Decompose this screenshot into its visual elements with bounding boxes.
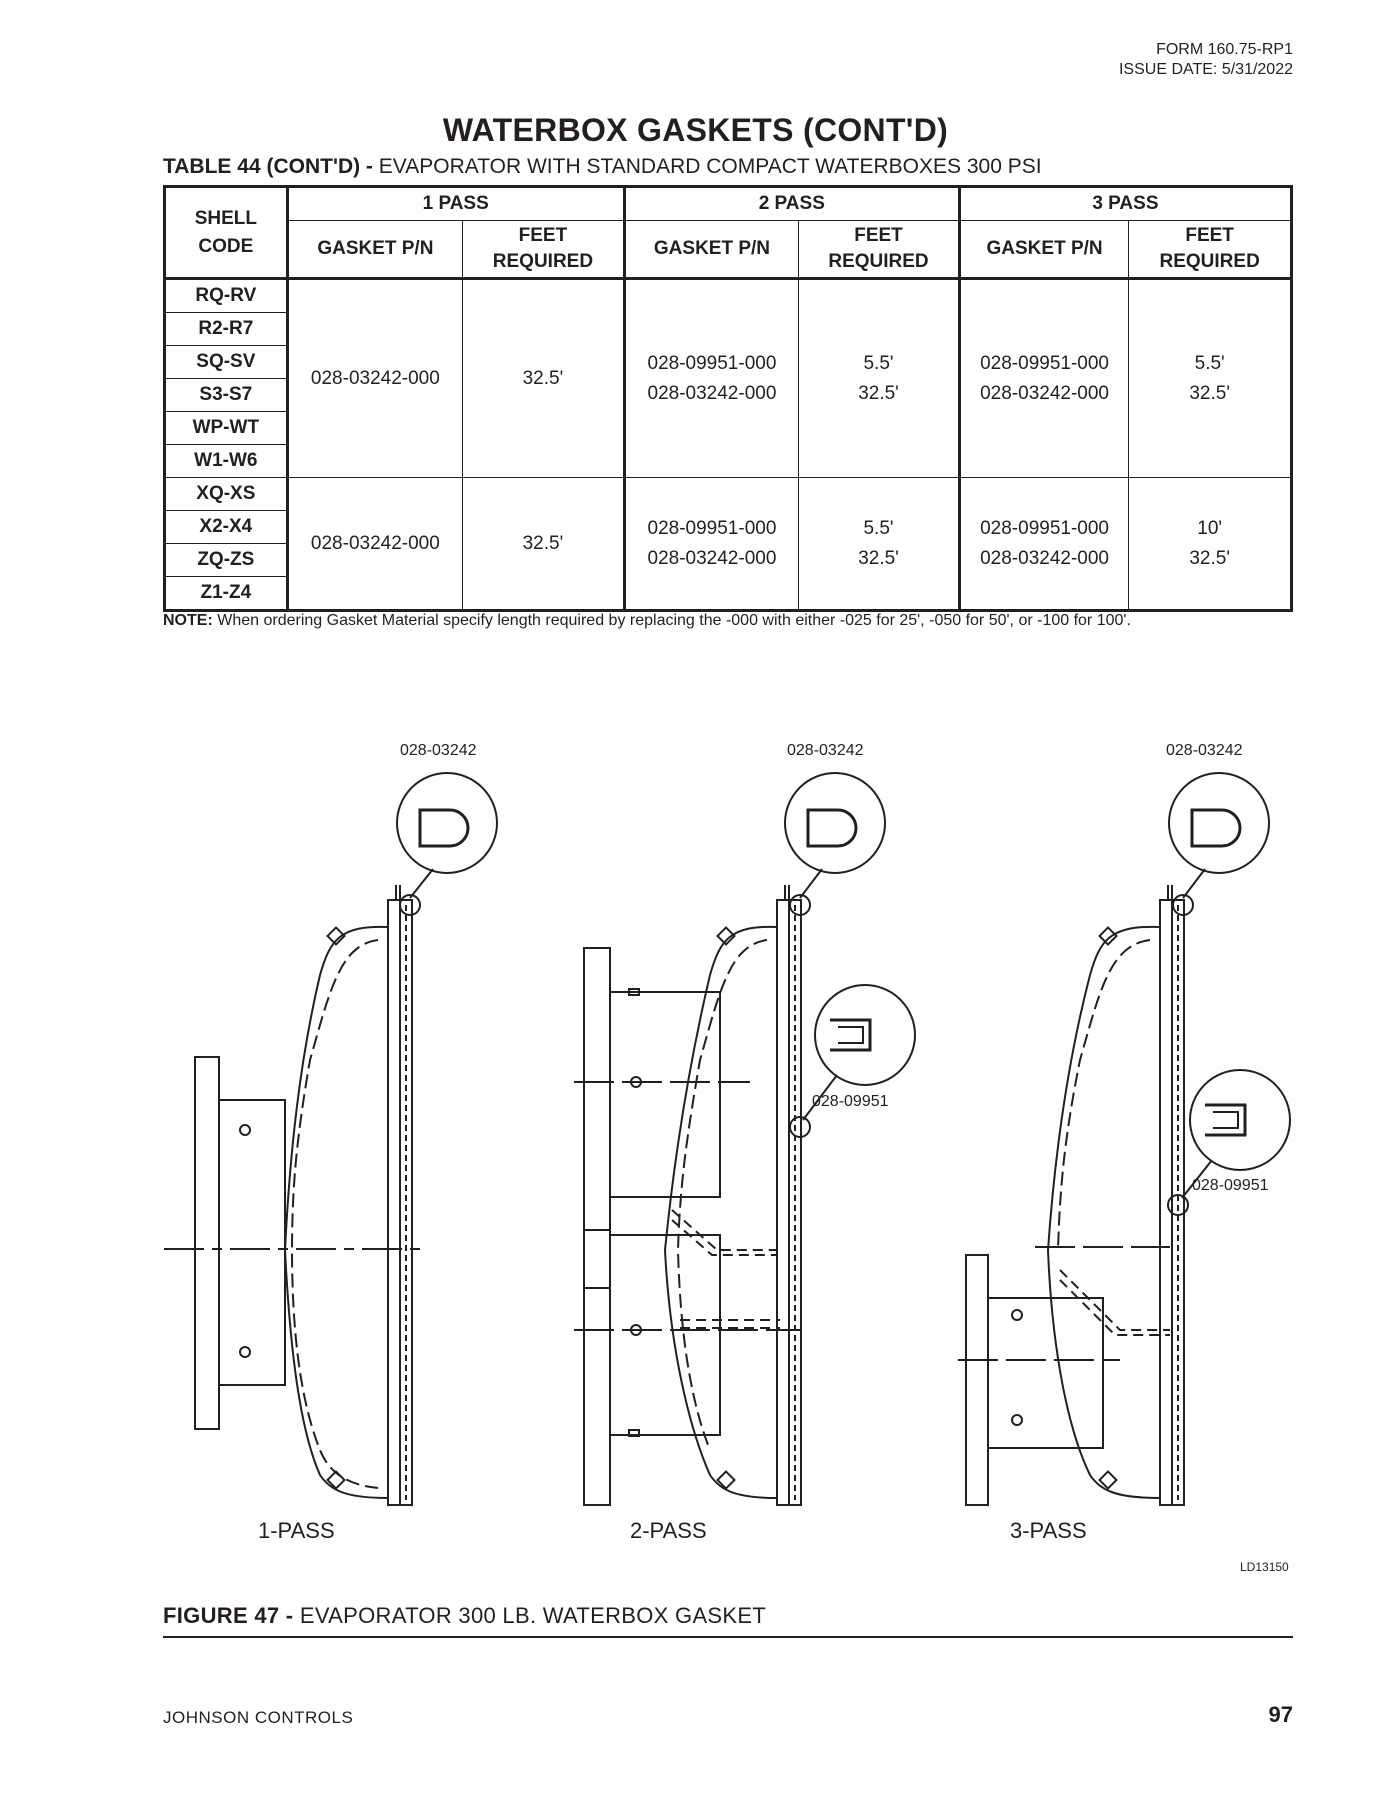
two-pass-drawing bbox=[574, 772, 916, 1506]
figure-caption-label: FIGURE 47 - bbox=[163, 1603, 294, 1628]
waterbox-gasket-figure bbox=[164, 772, 1291, 1506]
footer-company: JOHNSON CONTROLS bbox=[163, 1708, 354, 1727]
table-row: R2-R7 bbox=[164, 312, 1292, 346]
pass2-feet: 5.5'32.5' bbox=[798, 477, 961, 611]
note-text: When ordering Gasket Material specify le… bbox=[217, 612, 1131, 629]
figure-caption: FIGURE 47 - EVAPORATOR 300 LB. WATERBOX … bbox=[163, 1603, 766, 1629]
gasket-pn-header: GASKET P/N bbox=[286, 220, 464, 280]
form-number: FORM 160.75-RP1 bbox=[1156, 41, 1293, 58]
shell-code: XQ-XS bbox=[164, 477, 289, 511]
pass3-feet: 10'32.5' bbox=[1128, 477, 1292, 611]
callout-label: 028-09951 bbox=[812, 1093, 889, 1110]
shell-code: S3-S7 bbox=[164, 378, 289, 412]
issue-date: ISSUE DATE: 5/31/2022 bbox=[1118, 61, 1293, 78]
table-note: NOTE: When ordering Gasket Material spec… bbox=[163, 612, 1131, 630]
callout-label: 028-09951 bbox=[1192, 1177, 1269, 1194]
caption-divider bbox=[163, 1636, 1293, 1638]
shell-code: R2-R7 bbox=[164, 312, 289, 346]
table-row: W1-W6 bbox=[164, 444, 1292, 478]
pass1-gasket: 028-03242-000 bbox=[286, 278, 464, 478]
three-pass-drawing bbox=[958, 772, 1291, 1506]
pass-2-header: 2 PASS bbox=[623, 186, 961, 221]
figure-caption-text: EVAPORATOR 300 LB. WATERBOX GASKET bbox=[299, 1603, 767, 1628]
pass3-feet: 5.5'32.5' bbox=[1128, 278, 1292, 478]
form-info: FORM 160.75-RP1 ISSUE DATE: 5/31/2022 bbox=[1119, 40, 1293, 80]
pass-3-header: 3 PASS bbox=[958, 186, 1293, 221]
one-pass-drawing bbox=[164, 772, 498, 1506]
callout-label: 028-03242 bbox=[400, 742, 477, 759]
table-row: SQ-SV bbox=[164, 345, 1292, 379]
pass-label-1: 1-PASS bbox=[258, 1518, 335, 1543]
pass-label-2: 2-PASS bbox=[630, 1518, 707, 1543]
shell-code: X2-X4 bbox=[164, 510, 289, 544]
gasket-pn-header: GASKET P/N bbox=[958, 220, 1130, 280]
pass-1-header: 1 PASS bbox=[286, 186, 626, 221]
gasket-table: SHELL CODE 1 PASS 2 PASS 3 PASS GASKET P… bbox=[163, 185, 1293, 612]
shell-code: SQ-SV bbox=[164, 345, 289, 379]
pass1-feet: 32.5' bbox=[462, 477, 626, 611]
pass-label-3: 3-PASS bbox=[1010, 1518, 1087, 1543]
table-caption-text: EVAPORATOR WITH STANDARD COMPACT WATERBO… bbox=[378, 155, 1042, 178]
shell-code: ZQ-ZS bbox=[164, 543, 289, 577]
table-row: WP-WT bbox=[164, 411, 1292, 445]
table-caption-label: TABLE 44 (CONT'D) - bbox=[163, 155, 373, 178]
page-number: 97 bbox=[1268, 1702, 1293, 1727]
shell-code-header: SHELL CODE bbox=[164, 186, 289, 280]
gasket-pn-header: GASKET P/N bbox=[623, 220, 800, 280]
table-caption: TABLE 44 (CONT'D) - EVAPORATOR WITH STAN… bbox=[163, 155, 1042, 179]
pass1-feet: 32.5' bbox=[462, 278, 626, 478]
table-row: X2-X4 bbox=[164, 510, 1292, 544]
shell-code: WP-WT bbox=[164, 411, 289, 445]
page-title: WATERBOX GASKETS (CONT'D) bbox=[442, 112, 949, 148]
pass2-feet: 5.5'32.5' bbox=[798, 278, 961, 478]
shell-code: W1-W6 bbox=[164, 444, 289, 478]
pass1-gasket: 028-03242-000 bbox=[286, 477, 464, 611]
shell-code: Z1-Z4 bbox=[164, 576, 289, 611]
table-row: Z1-Z4 bbox=[164, 576, 1292, 611]
drawing-id: LD13150 bbox=[1240, 1560, 1289, 1574]
callout-label: 028-03242 bbox=[1166, 742, 1243, 759]
shell-code: RQ-RV bbox=[164, 278, 289, 313]
note-label: NOTE: bbox=[163, 612, 213, 629]
callout-label: 028-03242 bbox=[787, 742, 864, 759]
table-row: ZQ-ZS bbox=[164, 543, 1292, 577]
